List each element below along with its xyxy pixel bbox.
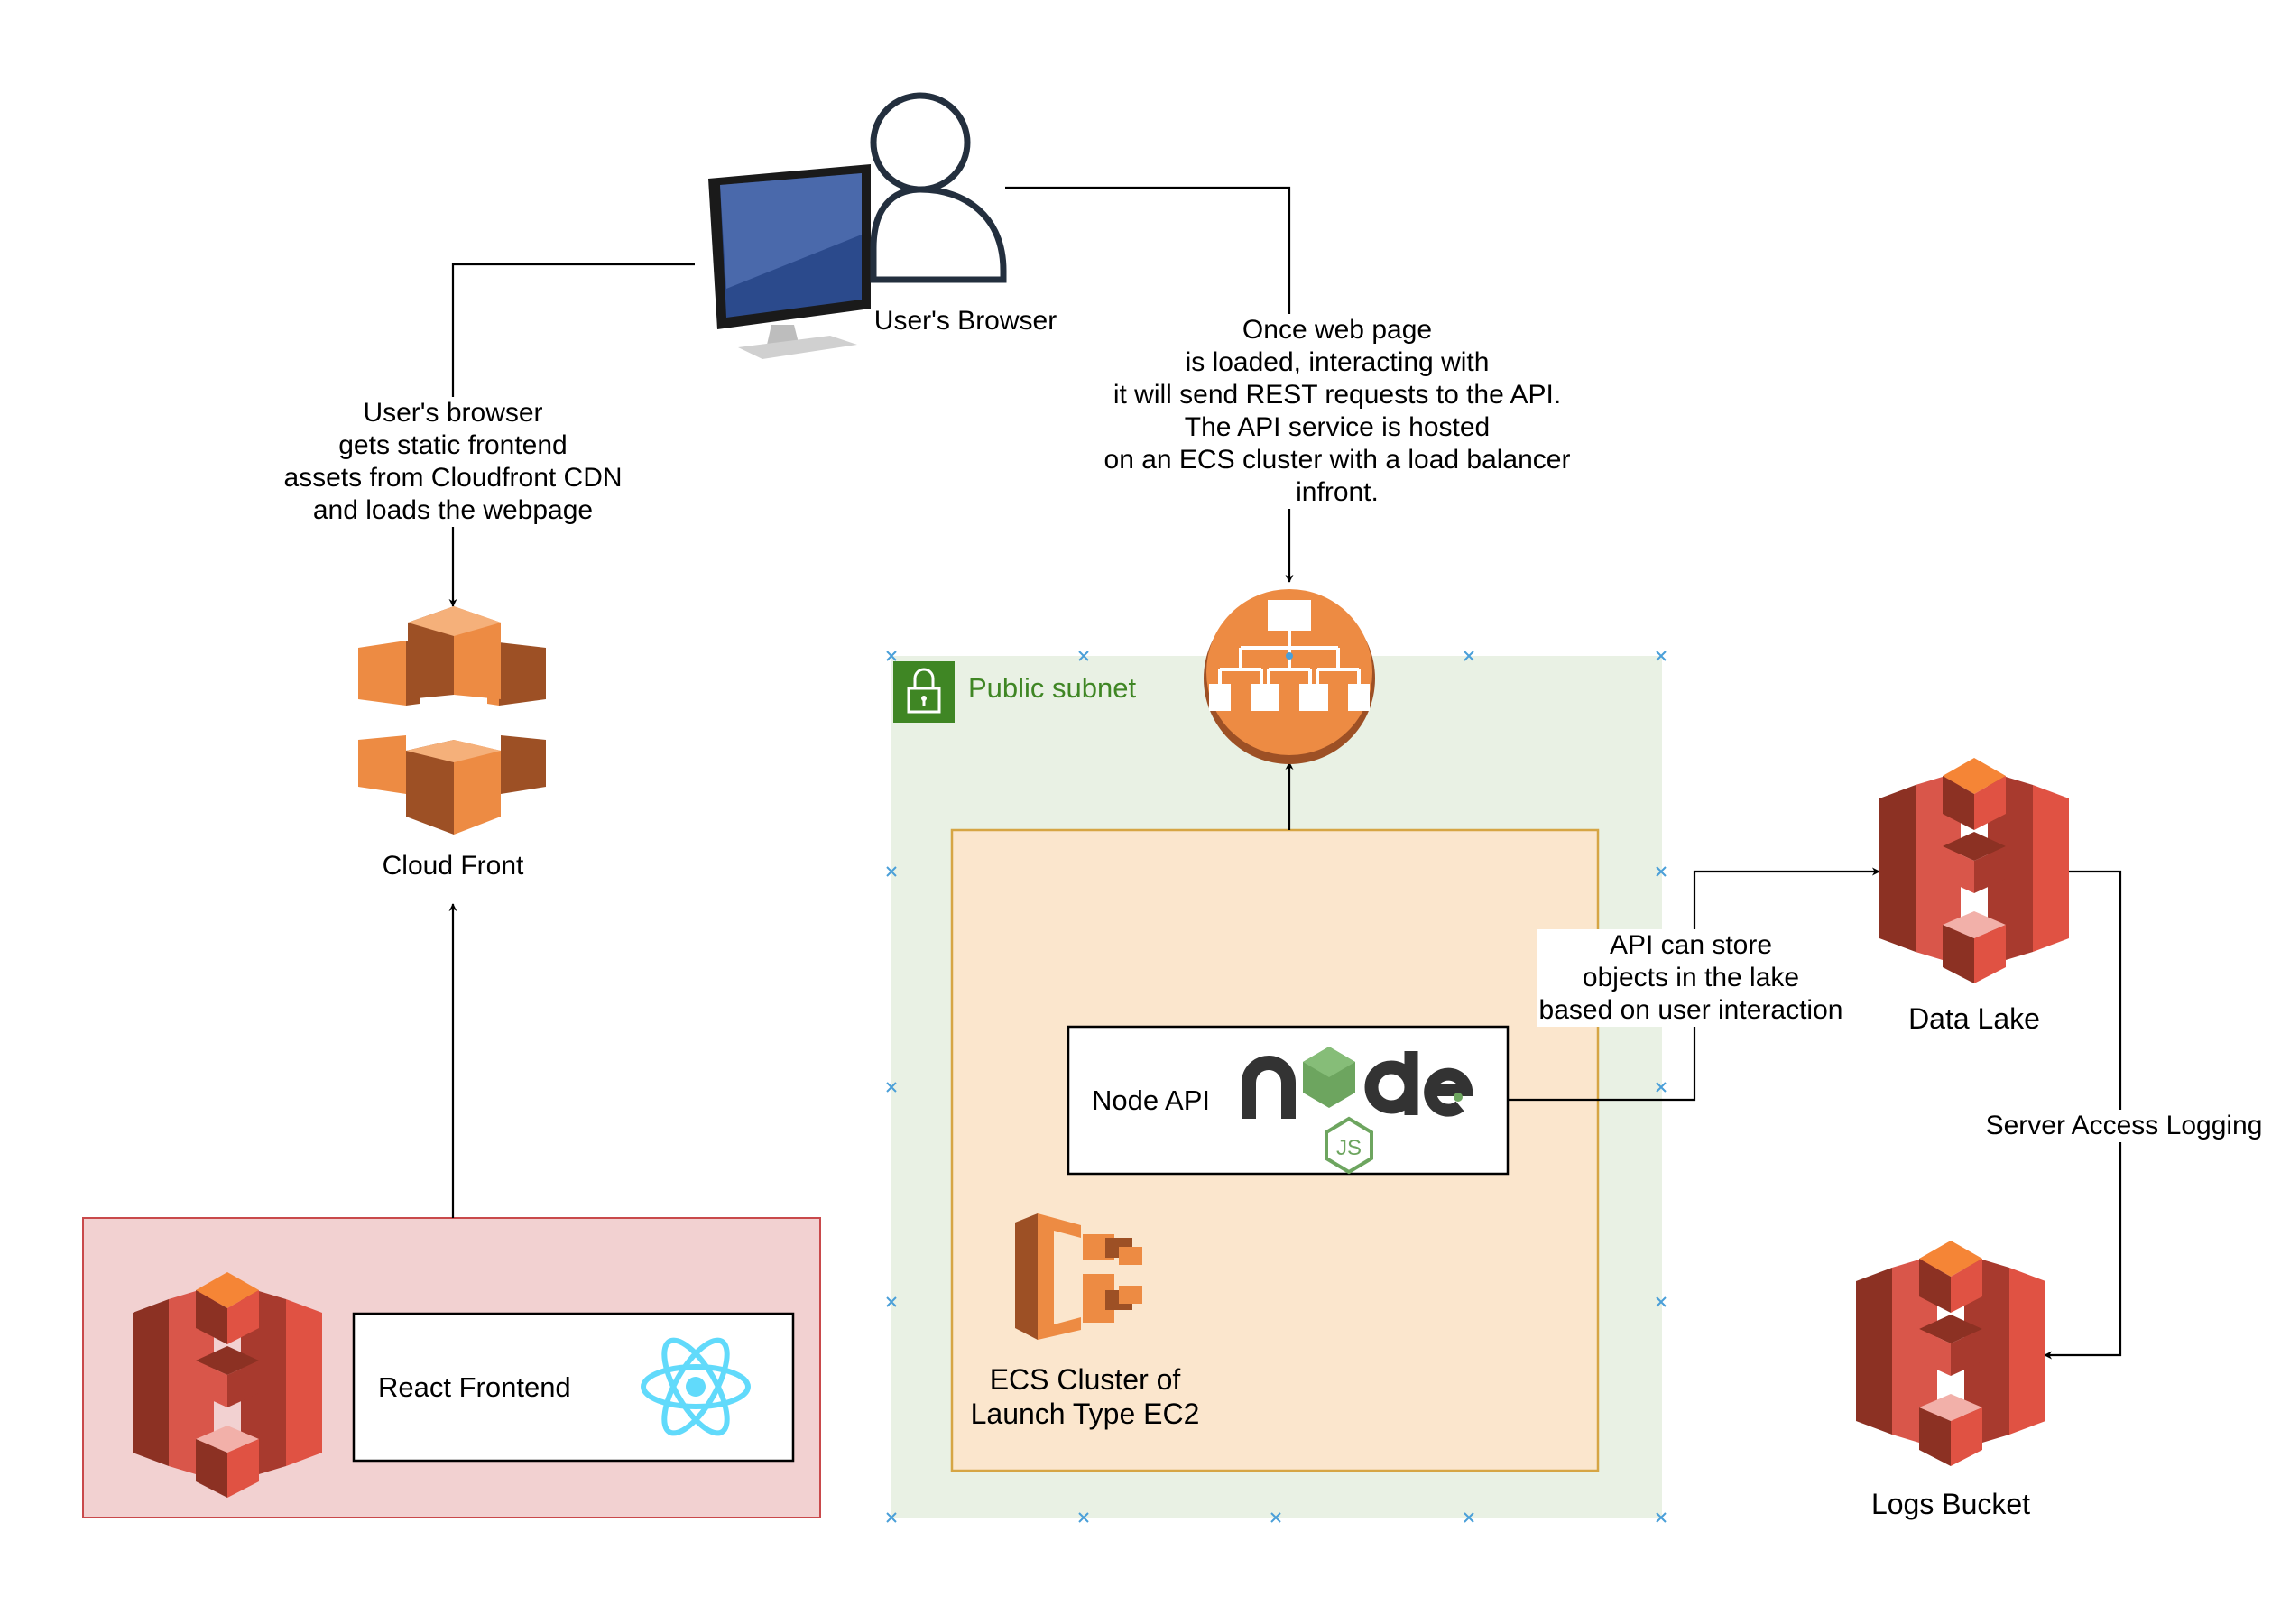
ecs-icon bbox=[1015, 1213, 1142, 1340]
nodejs-icon: JS bbox=[1242, 1047, 1474, 1175]
svg-text:JS: JS bbox=[1336, 1136, 1362, 1160]
server-access-logging-label: Server Access Logging bbox=[1978, 1110, 2270, 1142]
ecs-cluster-label: ECS Cluster of Launch Type EC2 bbox=[970, 1363, 1200, 1431]
users-browser-label: User's Browser bbox=[873, 306, 1057, 336]
browser-to-api-label: Once web page is loaded, interacting wit… bbox=[1076, 314, 1599, 509]
logs-bucket-label: Logs Bucket bbox=[1870, 1488, 2031, 1520]
cloudfront-icon bbox=[358, 606, 546, 835]
user-icon bbox=[870, 92, 1007, 283]
api-to-datalake-label: API can store objects in the lake based … bbox=[1537, 929, 1845, 1027]
react-frontend-label: React Frontend bbox=[378, 1371, 571, 1403]
lock-icon bbox=[893, 661, 955, 723]
public-subnet-label: Public subnet bbox=[968, 672, 1137, 704]
logs-s3-bucket-icon bbox=[1856, 1241, 2045, 1466]
data-lake-s3-bucket-icon bbox=[1879, 758, 2069, 983]
data-lake-label: Data Lake bbox=[1908, 1002, 2040, 1035]
cloud-front-label: Cloud Front bbox=[382, 851, 524, 881]
browser-to-cloudfront-label: User's browser gets static frontend asse… bbox=[272, 397, 633, 527]
react-icon bbox=[641, 1337, 751, 1436]
load-balancer-icon bbox=[1204, 589, 1375, 764]
monitor-icon bbox=[708, 164, 871, 359]
node-api-label: Node API bbox=[1092, 1084, 1210, 1116]
